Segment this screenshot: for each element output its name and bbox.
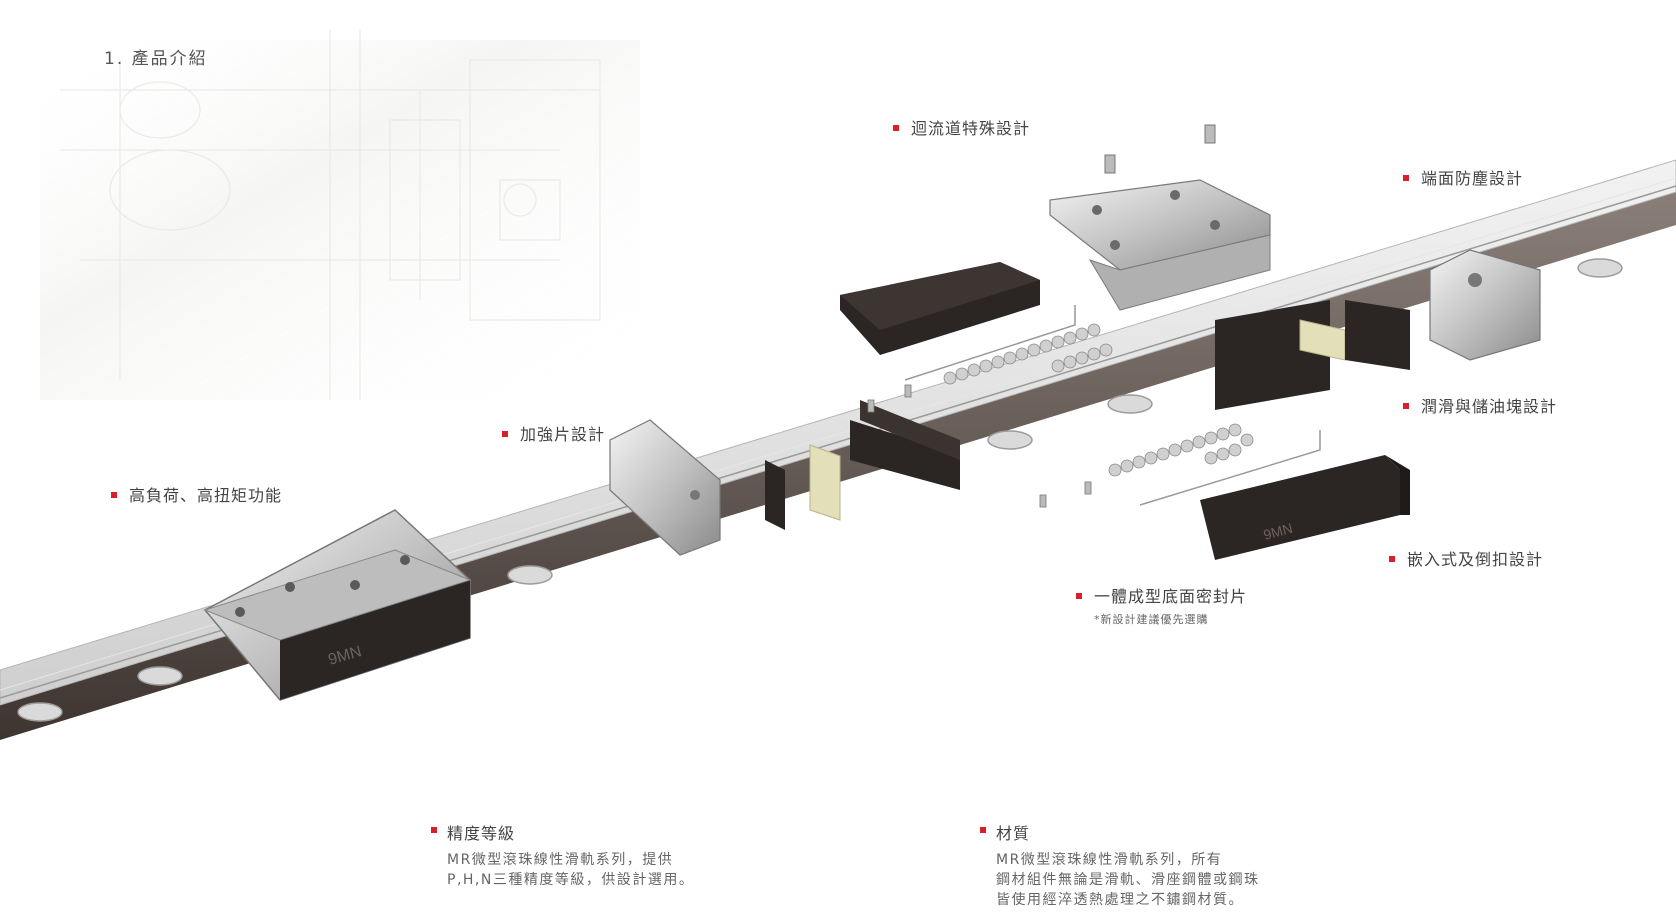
material-text: MR微型滾珠線性滑軌系列，所有 鋼材組件無論是滑軌、滑座鋼體或鋼珠 皆使用經淬透… [996, 852, 1260, 908]
screws [867, 384, 1092, 508]
bottom-seal: 9MN [1200, 455, 1410, 560]
label-recirculation: 迴流道特殊設計 [893, 115, 1030, 139]
precision-text: MR微型滾珠線性滑軌系列，提供 P,H,N三種精度等級，供設計選用。 [447, 852, 695, 888]
assembled-block: 9MN [203, 509, 472, 701]
label-lubrication: 潤滑與儲油塊設計 [1403, 393, 1557, 417]
label-high-load: 高負荷、高扭矩功能 [111, 482, 282, 506]
end-assembly-right [1215, 249, 1541, 410]
material-section: 材質 MR微型滾珠線性滑軌系列，所有 鋼材組件無論是滑軌、滑座鋼體或鋼珠 皆使用… [980, 820, 1260, 910]
bottom-seal-note: *新設計建議優先選購 [1094, 613, 1209, 626]
bullet-square-icon [431, 826, 437, 833]
background-sketch [40, 30, 640, 400]
bullet-square-icon [502, 430, 508, 437]
bullet-square-icon [111, 491, 117, 498]
section-title: 1. 產品介紹 [104, 49, 208, 69]
bullet-square-icon [1389, 555, 1395, 562]
label-reinforce: 加強片設計 [502, 421, 605, 445]
bullet-square-icon [1403, 174, 1409, 181]
label-end-dust: 端面防塵設計 [1403, 165, 1523, 189]
bullet-square-icon [1403, 402, 1409, 409]
steel-balls-top [943, 323, 1113, 385]
end-plate-left [609, 400, 960, 556]
precision-section: 精度等級 MR微型滾珠線性滑軌系列，提供 P,H,N三種精度等級，供設計選用。 [431, 820, 694, 890]
bullet-square-icon [893, 124, 899, 131]
steel-balls-bottom [1108, 423, 1254, 477]
material-title: 材質 [980, 820, 1260, 844]
precision-title: 精度等級 [431, 820, 694, 844]
label-embedded: 嵌入式及倒扣設計 [1389, 546, 1543, 570]
retainer-top-left [840, 262, 1040, 355]
bullet-square-icon [980, 826, 986, 833]
label-bottom-seal: 一體成型底面密封片 [1076, 583, 1247, 607]
block-body-top [1049, 124, 1271, 311]
seal-model-marking: 9MN [1262, 520, 1295, 543]
bullet-square-icon [1076, 592, 1082, 599]
